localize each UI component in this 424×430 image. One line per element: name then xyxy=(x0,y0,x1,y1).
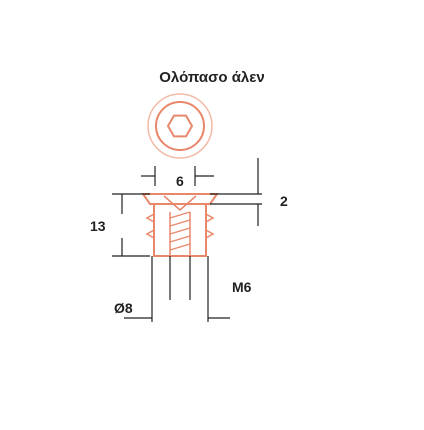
dim-outer-diameter: Ø8 xyxy=(114,300,133,316)
dim-thread: M6 xyxy=(232,279,252,295)
dim-total-length: 13 xyxy=(90,218,106,234)
hex-socket-icon xyxy=(147,93,213,159)
dim-head-height: 2 xyxy=(280,193,288,209)
insert-body xyxy=(141,193,219,257)
dimension-lines xyxy=(112,158,262,322)
dim-head-width: 6 xyxy=(176,173,184,189)
drawing-title: Ολόπασο άλεν xyxy=(159,69,265,86)
